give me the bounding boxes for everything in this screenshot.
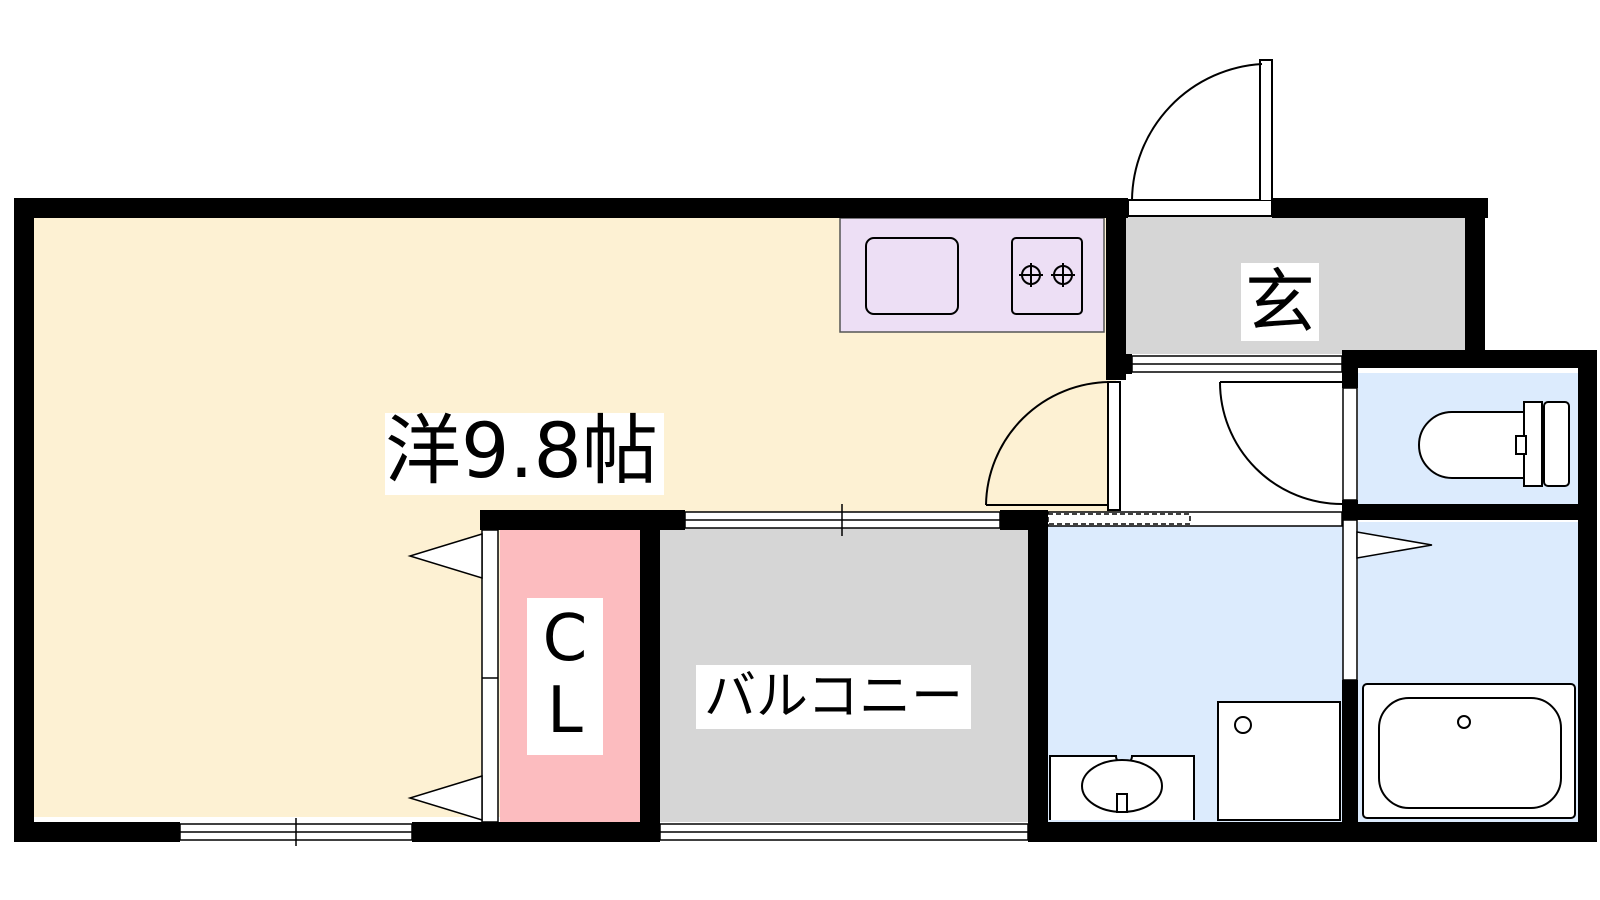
- western-room-label: 洋9.8帖: [385, 413, 664, 495]
- closet-label: C L: [527, 598, 603, 756]
- toilet-icon: [1418, 401, 1570, 487]
- window-icon: [179, 818, 413, 846]
- walls: [14, 198, 1597, 842]
- bathtub-icon: [1362, 683, 1576, 819]
- bath-door-icon: [1342, 519, 1433, 681]
- door-swing-icon: [985, 381, 1121, 511]
- washing-machine-icon: [1217, 701, 1341, 821]
- sink-icon: [865, 237, 959, 315]
- entrance-label: 玄: [1241, 263, 1319, 341]
- sliding-door-icon: [659, 355, 1343, 841]
- toilet-door-frame: [1342, 387, 1358, 501]
- door-swing-icon: [1127, 59, 1273, 217]
- stove-icon: [1011, 237, 1083, 315]
- door-swing-icon: [1219, 381, 1343, 505]
- closet-door-icon: [407, 529, 499, 823]
- washbasin-icon: [1049, 755, 1195, 820]
- balcony-label: バルコニー: [696, 665, 971, 729]
